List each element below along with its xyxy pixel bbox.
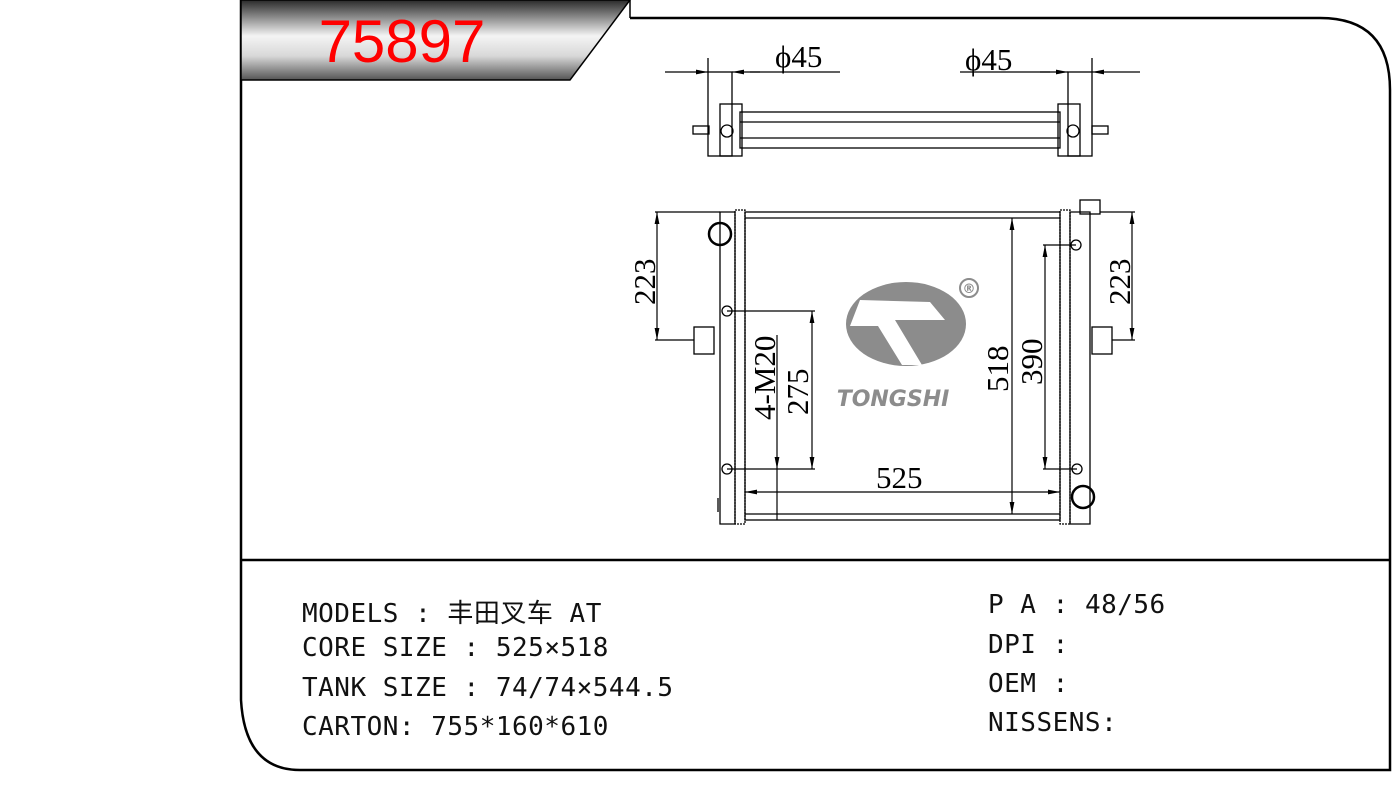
spec-core-size: CORE SIZE : 525×518 [302, 633, 609, 663]
spec-label: CORE SIZE [302, 633, 448, 663]
spec-value: 755*160*610 [431, 712, 609, 742]
radiator-top-view [692, 58, 1109, 157]
mount-thread-label: 4-M20 [747, 336, 782, 420]
spec-pa: P A : 48/56 [988, 590, 1166, 620]
spec-value: 525×518 [495, 633, 609, 663]
right-height-label: 223 [1102, 259, 1137, 306]
spec-models: MODELS : 丰田叉车 AT [302, 593, 602, 630]
spec-separator: : [398, 712, 432, 742]
spec-label: DPI [988, 630, 1037, 660]
spec-label: NISSENS [988, 708, 1102, 738]
spec-value: 74/74×544.5 [495, 673, 674, 703]
left-height-label: 223 [627, 259, 662, 306]
sheet-frame [239, 0, 1392, 772]
spec-value: 丰田叉车 AT [447, 599, 602, 629]
brand-name: TONGSHI [837, 387, 950, 412]
radiator-front-view [693, 199, 1113, 525]
spec-label: OEM [988, 669, 1037, 699]
spec-label: TANK SIZE [302, 673, 448, 703]
spec-dpi: DPI : [988, 630, 1085, 660]
registered-mark: ® [963, 282, 976, 297]
spec-value: 48/56 [1084, 590, 1166, 620]
core-height-label: 518 [980, 346, 1015, 393]
front-dimensions [654, 211, 1135, 520]
spec-carton: CARTON: 755*160*610 [302, 712, 609, 742]
spec-separator: : [398, 599, 448, 629]
spec-nissens: NISSENS: [988, 708, 1117, 738]
bracket-spacing-label: 390 [1014, 339, 1049, 386]
part-number: 75897 [319, 8, 486, 75]
spec-separator: : [447, 633, 496, 663]
inlet-diameter-label: ϕ45 [775, 39, 822, 74]
tongshi-logo: ® TONGSHI [837, 278, 979, 412]
spec-oem: OEM : [988, 669, 1085, 699]
spec-label: P A [988, 590, 1037, 620]
spec-separator: : [1036, 590, 1085, 620]
spec-label: MODELS [302, 599, 399, 629]
spec-separator: : [447, 673, 496, 703]
spec-separator: : [1036, 630, 1085, 660]
core-width-label: 525 [876, 460, 923, 495]
spec-tank-size: TANK SIZE : 74/74×544.5 [302, 673, 674, 703]
spec-separator: : [1101, 708, 1118, 738]
mount-spacing-label: 275 [780, 369, 815, 416]
part-number-banner: 75897 [240, 0, 631, 81]
spec-separator: : [1036, 669, 1085, 699]
outlet-diameter-label: ϕ45 [965, 42, 1012, 77]
spec-label: CARTON [302, 712, 399, 742]
